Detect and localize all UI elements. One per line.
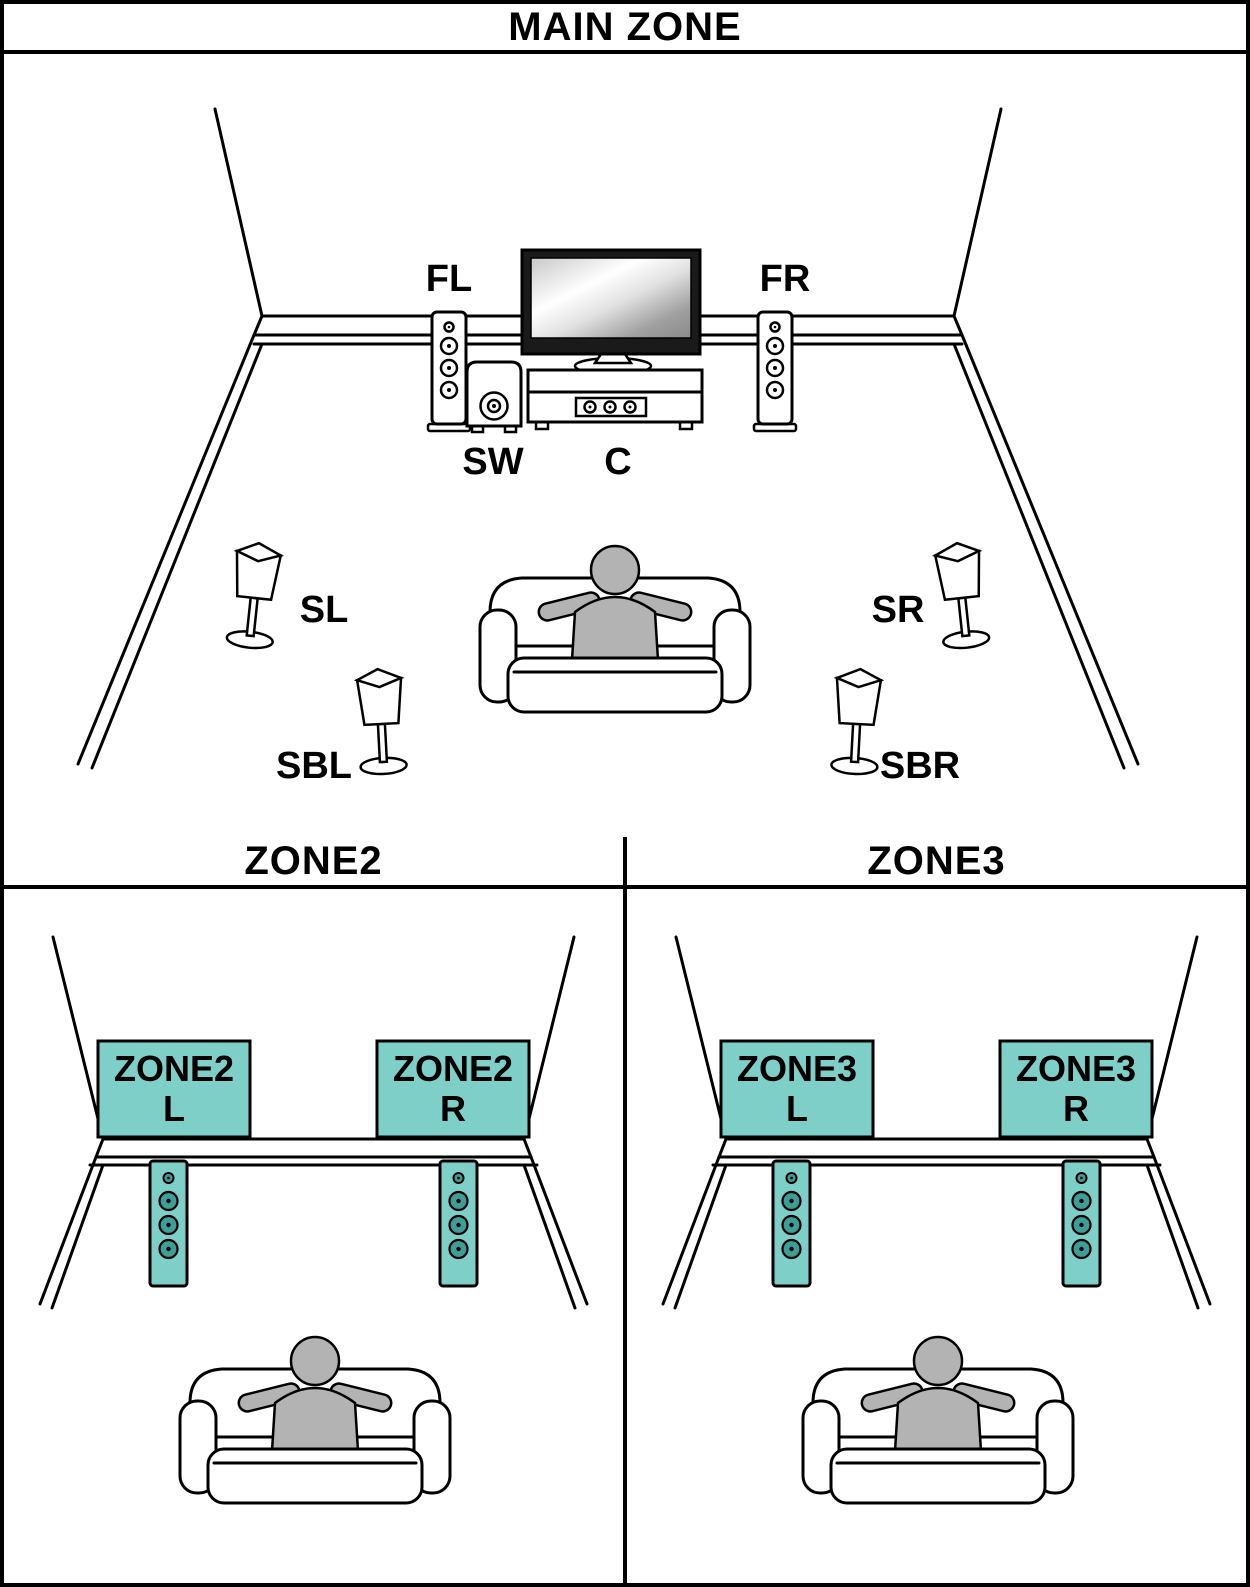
zone3-right-speaker-box: ZONE3 R <box>998 1039 1154 1139</box>
zone2-left-line1: ZONE2 <box>114 1048 234 1089</box>
main-zone-diagram: FL FR SW C SL SR SBL SBR <box>4 54 1246 837</box>
label-sw: SW <box>462 441 523 483</box>
front-right-speaker <box>752 310 798 433</box>
zone2-right-speaker <box>438 1159 479 1288</box>
label-c: C <box>604 441 631 483</box>
main-sofa-with-listener <box>478 544 752 714</box>
zone3-panel: ZONE3 <box>623 837 1246 1583</box>
label-fr: FR <box>760 258 811 300</box>
main-zone-title: MAIN ZONE <box>508 4 742 49</box>
zone2-right-line2: R <box>440 1088 466 1129</box>
surround-back-right-speaker <box>829 666 884 777</box>
zone2-header: ZONE2 <box>4 837 623 889</box>
zone2-right-speaker-box: ZONE2 R <box>375 1039 531 1139</box>
zone3-right-line2: R <box>1063 1088 1089 1129</box>
zone3-sofa-with-listener <box>801 1335 1075 1505</box>
zone3-left-speaker-box: ZONE3 L <box>719 1039 875 1139</box>
center-speaker <box>574 396 648 418</box>
zone3-right-line1: ZONE3 <box>1016 1048 1136 1089</box>
zone2-left-speaker <box>148 1159 189 1288</box>
surround-back-left-speaker <box>354 666 409 777</box>
label-sbr: SBR <box>880 745 960 787</box>
zone3-right-speaker <box>1061 1159 1102 1288</box>
surround-right-speaker <box>931 539 992 652</box>
subwoofer <box>465 360 523 434</box>
label-sl: SL <box>300 589 349 631</box>
label-sbl: SBL <box>276 745 352 787</box>
front-left-speaker <box>426 310 472 433</box>
main-zone-header: MAIN ZONE <box>4 4 1246 54</box>
zones-row: ZONE2 <box>4 837 1246 1583</box>
zone3-left-speaker <box>771 1159 812 1288</box>
label-fl: FL <box>426 258 472 300</box>
zone2-diagram: ZONE2 L ZONE2 R <box>4 889 623 1583</box>
zone2-left-line2: L <box>163 1088 185 1129</box>
tv <box>520 248 702 376</box>
zone2-title: ZONE2 <box>244 838 383 883</box>
zone2-sofa-with-listener <box>178 1335 452 1505</box>
zone3-left-line2: L <box>786 1088 808 1129</box>
zone3-diagram: ZONE3 L ZONE3 R <box>627 889 1246 1583</box>
zone3-title: ZONE3 <box>867 838 1006 883</box>
zone2-panel: ZONE2 <box>4 837 623 1583</box>
zone2-right-line1: ZONE2 <box>393 1048 513 1089</box>
zone3-left-line1: ZONE3 <box>737 1048 857 1089</box>
zone3-header: ZONE3 <box>627 837 1246 889</box>
surround-left-speaker <box>224 539 285 652</box>
label-sr: SR <box>872 589 925 631</box>
zone2-left-speaker-box: ZONE2 L <box>96 1039 252 1139</box>
